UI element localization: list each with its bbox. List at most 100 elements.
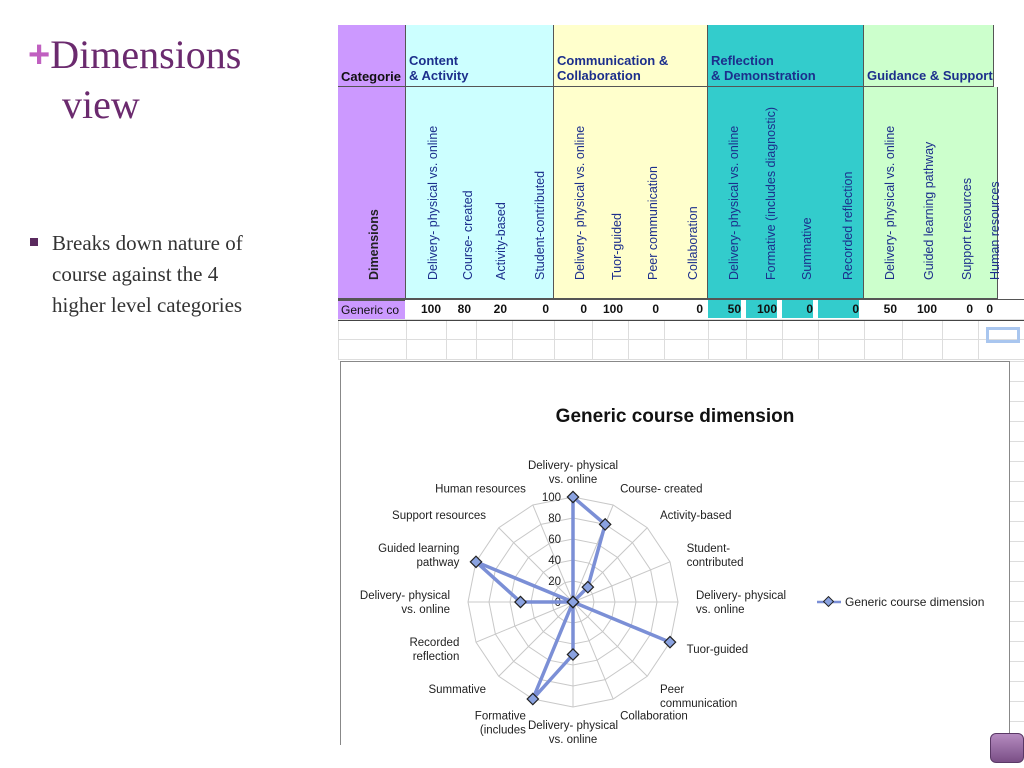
grid-line [1010,661,1024,662]
dimension-label: Summative [800,217,814,280]
next-slide-button[interactable] [990,733,1024,763]
dimension-label: Guided learning pathway [922,141,936,280]
row-label-cell: Generic co [338,300,405,319]
radar-spoke [498,601,574,677]
data-point-marker [566,595,580,609]
grid-line [1010,621,1024,622]
chart-title: Generic course dimension [556,406,795,427]
grid-line [1010,441,1024,442]
data-point-marker [526,692,540,706]
category-label: Collaboration [557,68,641,83]
dimension-column-header: Support resources [942,87,978,299]
radar-spoke [532,504,574,603]
value-cell: 50 [708,300,741,318]
dimensions-label: Dimensions [367,209,382,280]
categories-header: Categorie [338,25,406,87]
value-cell: 0 [512,300,549,318]
grid-line [338,359,1024,360]
data-row-line [338,299,1024,321]
data-point-marker [598,517,612,531]
grid-line [1010,701,1024,702]
radial-tick-label: 20 [548,576,561,588]
category-label: Tuor-guided [687,644,749,656]
empty-grid [338,319,1024,360]
data-point-marker [581,580,595,594]
dimension-column-header: Collaboration [664,87,708,299]
grid-line [1010,521,1024,522]
dimension-column-header: Student-contributed [512,87,554,299]
category-label: pathway [417,557,460,569]
grid-line [1010,561,1024,562]
category-header-1: Content& Activity [406,25,554,87]
title-line-2: view [62,82,140,127]
bullet-point: Breaks down nature of course against the… [30,228,260,321]
legend-label: Generic course dimension [845,595,984,609]
dimension-column-header: Delivery- physical vs. online [554,87,592,299]
value-cell: 0 [942,300,973,318]
value-cell: 20 [476,300,507,318]
grid-line [338,339,1024,340]
grid-line [1010,581,1024,582]
value-cell: 50 [864,300,897,318]
category-label: contributed [687,557,744,569]
grid-line [1010,601,1024,602]
dimension-label: Activity-based [494,202,508,280]
radial-tick-label: 40 [548,555,561,567]
category-header-2: Communication &Collaboration [554,25,708,87]
value-cell: 0 [818,300,859,318]
dimension-column-header: Guided learning pathway [902,87,942,299]
category-label: communication [660,698,737,710]
category-label: Collaboration [620,711,688,723]
dimension-column-header: Course- created [446,87,476,299]
grid-line [1010,501,1024,502]
radial-tick-label: 60 [548,534,561,546]
dimension-column-header: Activity-based [476,87,512,299]
dimension-column-header: Tuor-guided [592,87,628,299]
dimension-column-header: Formative (includes diagnostic) [746,87,782,299]
dimension-label: Tuor-guided [610,213,624,280]
radar-spoke [498,527,574,603]
data-point-marker [469,555,483,569]
value-cell: 100 [902,300,937,318]
grid-line [1010,361,1024,362]
category-label: (includes [480,725,526,737]
dimension-label: Delivery- physical vs. online [883,125,897,280]
dimension-column-header: Delivery- physical vs. online [864,87,902,299]
title-line-1: Dimensions [50,32,242,77]
category-label: Formative [475,711,526,723]
category-header-3: Reflection& Demonstration [708,25,864,87]
category-label: vs. online [549,474,598,486]
category-label: Delivery- physical [528,460,618,472]
value-cell: 100 [746,300,777,318]
category-label: Activity-based [660,510,732,522]
grid-line [1010,681,1024,682]
selected-cell[interactable] [986,327,1020,343]
category-label: Course- created [620,483,702,495]
data-point-marker [566,490,580,504]
radar-spoke [572,561,671,603]
dimension-column-header: Summative [782,87,818,299]
dimension-label: Human resources [987,181,1002,280]
category-label: vs. online [401,604,450,616]
dimension-label: Delivery- physical vs. online [727,125,741,280]
grid-line [338,319,1024,320]
value-cell: 100 [406,300,441,318]
radar-chart-svg: Generic course dimension020406080100Deli… [360,406,985,745]
category-label: Human resources [435,483,526,495]
radar-spoke [475,601,574,643]
category-label: vs. online [549,734,598,745]
category-label: Delivery- physical [696,590,786,602]
dimension-column-header: Peer communication [628,87,664,299]
dimension-label: Collaboration [685,206,700,280]
category-label: Communication & [557,53,669,68]
data-point-marker [566,647,580,662]
grid-line [1010,401,1024,402]
dimension-column-header: Human resources [978,87,1002,299]
radial-tick-label: 80 [548,513,561,525]
value-cell: 0 [628,300,659,318]
square-bullet-icon [30,238,38,246]
dimension-label: Delivery- physical vs. online [426,125,440,280]
category-label: Delivery- physical [360,590,450,602]
